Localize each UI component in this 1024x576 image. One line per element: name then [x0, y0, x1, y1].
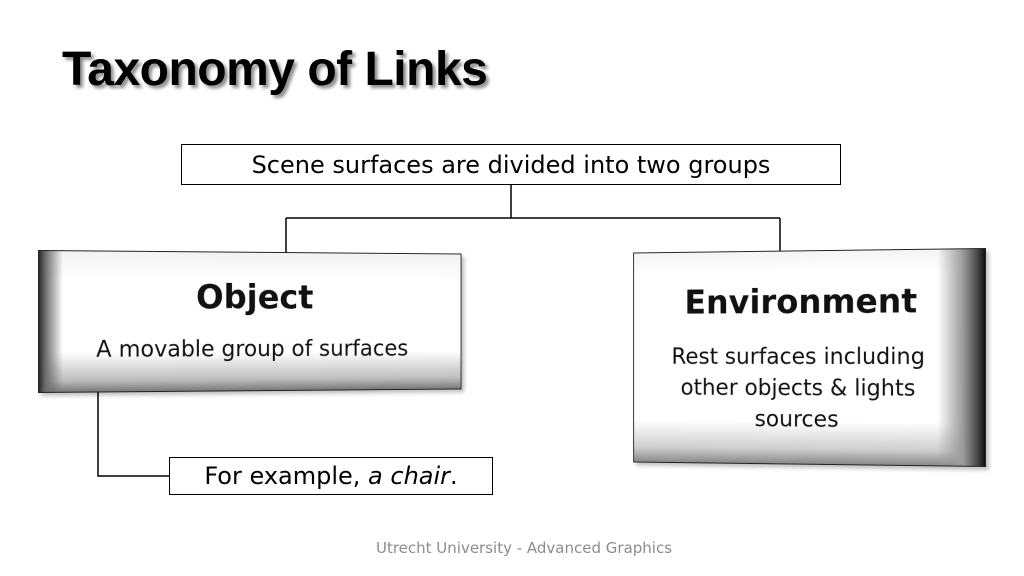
environment-description: Rest surfaces including other objects & … — [671, 344, 926, 433]
object-description: A movable group of surfaces — [96, 336, 409, 363]
slide-title: Taxonomy of Links — [62, 43, 488, 96]
root-node: Scene surfaces are divided into two grou… — [181, 144, 841, 185]
footer-text: Utrecht University - Advanced Graphics — [375, 539, 673, 557]
environment-node: Environment Rest surfaces including othe… — [633, 248, 986, 467]
environment-heading: Environment — [684, 281, 918, 323]
example-suffix: . — [450, 462, 458, 490]
object-node: Object A movable group of surfaces — [38, 250, 462, 393]
example-italic: a chair — [368, 462, 451, 490]
root-node-text: Scene surfaces are divided into two grou… — [251, 150, 771, 179]
example-prefix: For example, — [204, 462, 369, 490]
example-node: For example, a chair . — [169, 457, 493, 495]
object-heading: Object — [195, 277, 314, 318]
example-connector — [97, 392, 169, 477]
